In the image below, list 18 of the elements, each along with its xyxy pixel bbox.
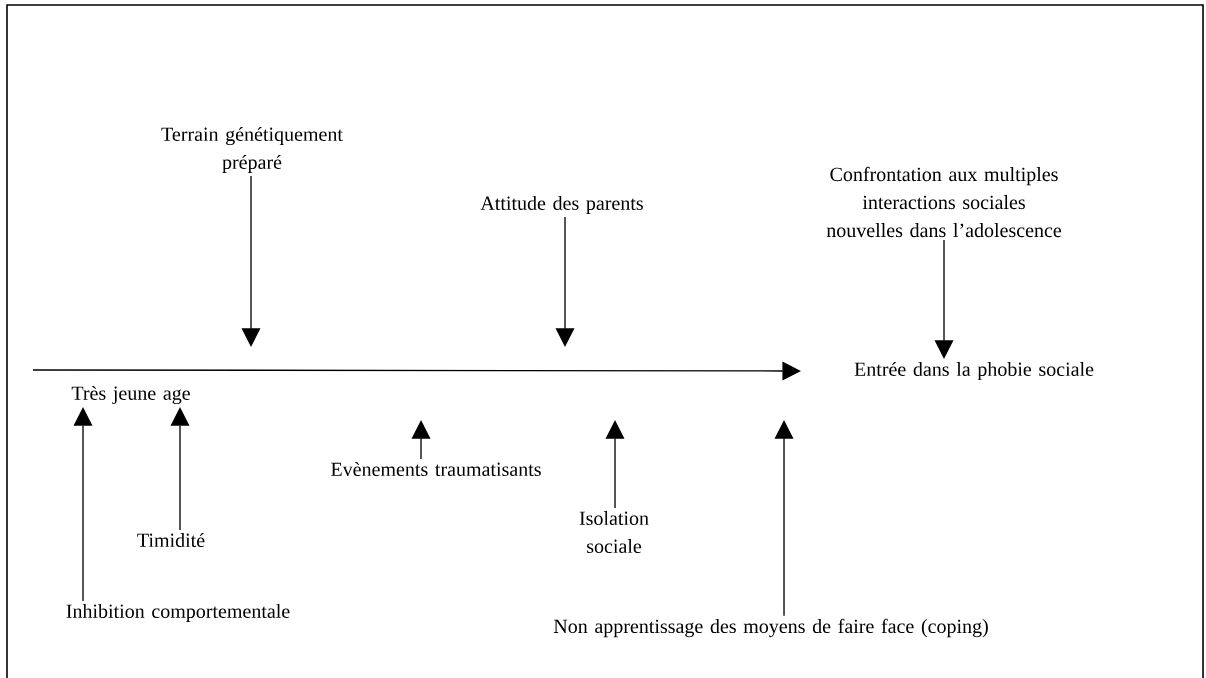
text-label: Entrée dans la phobie sociale [854,361,1094,381]
text-label: Confrontation aux multiples interactions sociales nouvelles dans l’adolescence [826,166,1062,238]
arrow [411,420,431,460]
arrow [774,420,794,617]
text-label: Très jeune age [71,385,190,405]
text-label: Evènements traumatisants [331,461,541,477]
arrow [555,216,575,347]
text-label: Isolation sociale [579,510,649,554]
arrow [170,407,190,531]
arrow [605,420,625,509]
text-label: Inhibition comportementale [66,603,290,623]
arrow [241,175,261,347]
text-label: Non apprentissage des moyens de faire face (coping) [553,618,988,638]
arrow [73,407,93,602]
arrow [934,239,954,359]
text-label: Terrain génétiquement préparé [161,126,343,174]
text-label: Timidité [137,532,205,548]
text-label: Attitude des parents [480,195,643,215]
